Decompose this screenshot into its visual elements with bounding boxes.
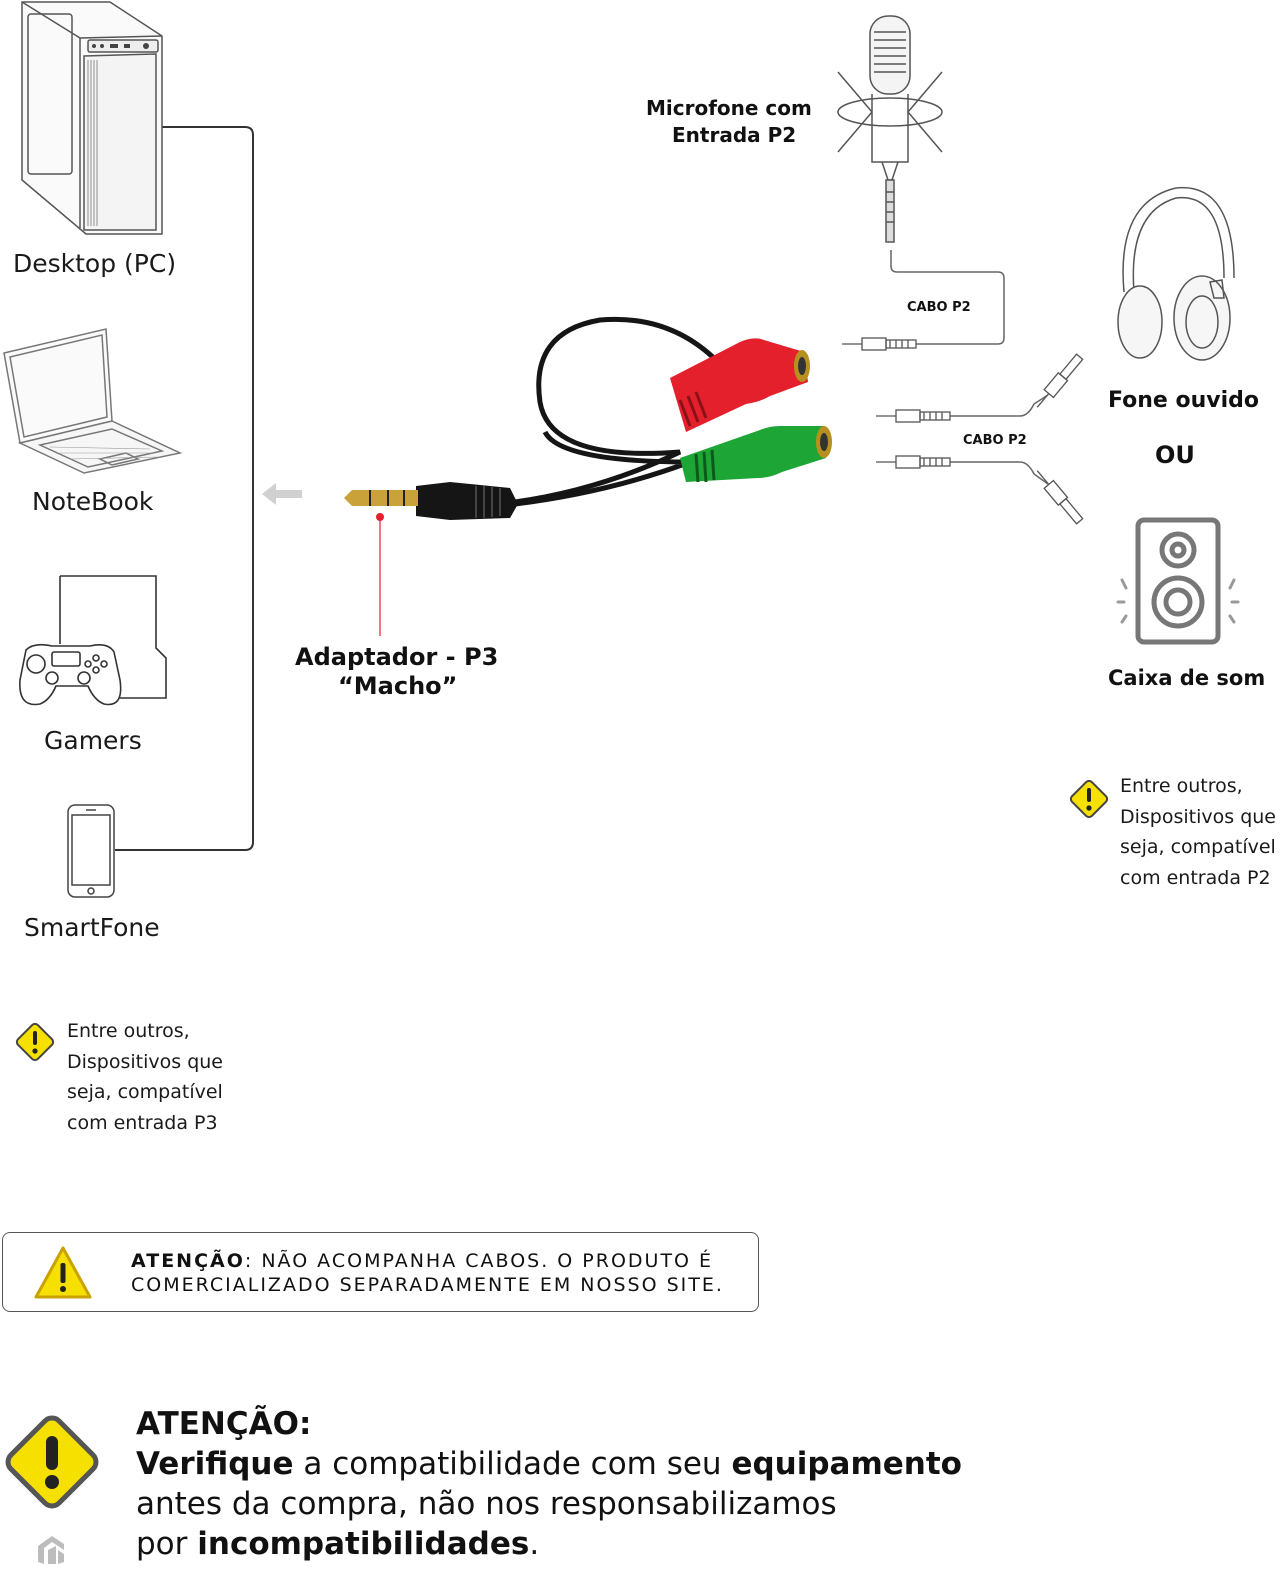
- adapter-cable-image: [344, 316, 832, 520]
- p2-plug-mic-icon: [842, 337, 917, 351]
- cable-label-output: CABO P2: [963, 433, 1027, 448]
- large-warning-icon: [5, 1415, 99, 1509]
- desktop-label: Desktop (PC): [13, 249, 177, 278]
- p2-plug-speaker-icon: [1036, 470, 1084, 525]
- bottom-warning-end: .: [529, 1526, 540, 1562]
- note-right: Entre outros, Dispositivos que seja, com…: [1120, 771, 1276, 893]
- bottom-warning-line3: antes da compra, não nos responsabilizam…: [136, 1486, 837, 1522]
- adapter-label-line2: “Macho”: [338, 672, 458, 700]
- warning-box-line2: COMERCIALIZADO SEPARADAMENTE EM NOSSO SI…: [131, 1274, 724, 1296]
- headphones-icon: [1117, 186, 1235, 361]
- compatibility-warning: ATENÇÃO: Verifique a compatibilidade com…: [136, 1404, 962, 1564]
- smartphone-icon: [67, 804, 115, 898]
- no-cables-warning-text: ATENÇÃO: NÃO ACOMPANHA CABOS. O PRODUTO …: [131, 1249, 724, 1297]
- bottom-warning-bold3: incompatibilidades: [197, 1526, 530, 1562]
- microphone-label-line2: Entrada P2: [672, 123, 797, 147]
- gamepad-icon: [19, 575, 167, 706]
- headphone-label: Fone ouvido: [1108, 388, 1260, 413]
- p2-plug-left-bottom-icon: [876, 455, 951, 469]
- note-left-line: Dispositivos que: [67, 1050, 223, 1073]
- p2-plug-left-top-icon: [876, 409, 951, 423]
- bottom-warning-pre: por: [136, 1526, 198, 1562]
- warning-icon: [15, 1022, 55, 1062]
- note-right-line: Dispositivos que: [1120, 805, 1276, 828]
- warning-box-rest: : NÃO ACOMPANHA CABOS. O PRODUTO É: [244, 1250, 714, 1272]
- smartphone-label: SmartFone: [24, 913, 160, 942]
- note-left-line: Entre outros,: [67, 1020, 190, 1042]
- bottom-warning-mid: a compatibilidade com seu: [293, 1446, 732, 1482]
- speaker-label: Caixa de som: [1108, 666, 1266, 690]
- brand-logo-icon: [38, 1536, 64, 1564]
- warning-box-bold: ATENÇÃO: [131, 1250, 245, 1272]
- note-right-line: seja, compatível: [1120, 836, 1276, 858]
- arrow-left-icon: [262, 483, 302, 505]
- notebook-label: NoteBook: [32, 487, 154, 516]
- warning-triangle-icon: [34, 1246, 92, 1299]
- speaker-icon: [1116, 517, 1240, 645]
- gamers-label: Gamers: [44, 726, 142, 755]
- microphone-icon: [837, 15, 943, 243]
- or-label: OU: [1155, 441, 1195, 469]
- warning-icon: [1069, 779, 1109, 819]
- microphone-label-line1: Microfone com: [646, 96, 812, 120]
- note-left-line: com entrada P3: [67, 1111, 218, 1134]
- no-cables-warning-box: ATENÇÃO: NÃO ACOMPANHA CABOS. O PRODUTO …: [2, 1232, 759, 1312]
- note-left: Entre outros, Dispositivos que seja, com…: [67, 1016, 223, 1138]
- note-right-line: com entrada P2: [1120, 866, 1271, 889]
- laptop-icon: [3, 328, 183, 474]
- bottom-warning-bold1: Verifique: [136, 1446, 294, 1482]
- note-right-line: Entre outros,: [1120, 775, 1243, 797]
- connector-lines: [115, 126, 1049, 851]
- cable-label-mic: CABO P2: [907, 300, 971, 315]
- note-left-line: seja, compatível: [67, 1081, 223, 1103]
- adapter-label-line1: Adaptador - P3: [295, 643, 499, 671]
- bottom-warning-title: ATENÇÃO:: [136, 1406, 312, 1442]
- p2-plug-headphone-icon: [1036, 353, 1084, 408]
- desktop-pc-icon: [21, 1, 163, 235]
- bottom-warning-bold2: equipamento: [731, 1446, 962, 1482]
